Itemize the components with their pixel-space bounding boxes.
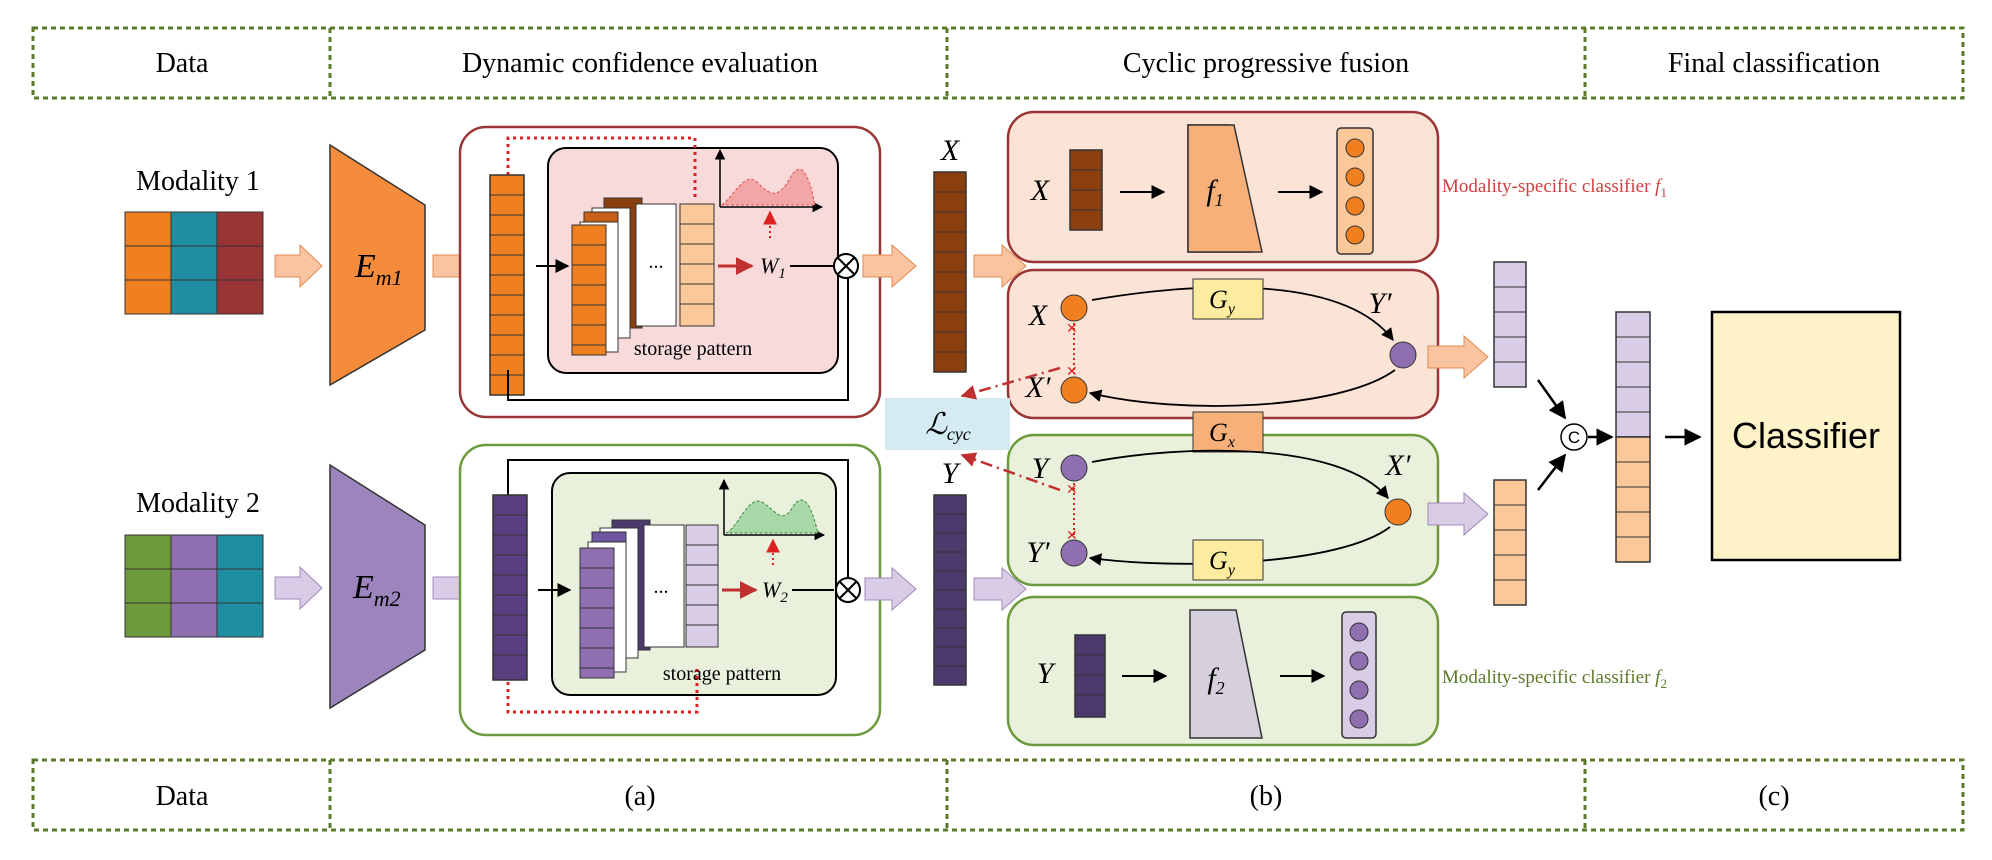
block-2-to-y-arrow (864, 566, 917, 612)
footer-a-label: (a) (624, 781, 655, 812)
feature-column-2 (492, 494, 528, 681)
loss-arrow-top (960, 366, 1061, 400)
fused-vector-top (1493, 261, 1527, 388)
node-yp-bottom (1060, 539, 1088, 567)
header-cyclic-label: Cyclic progressive fusion (1123, 48, 1409, 79)
multiply-2-icon (835, 577, 861, 603)
modality-1-data-grid (124, 211, 264, 315)
stack-1 (571, 197, 715, 356)
fused-vector-bottom (1493, 479, 1527, 606)
cycle-bottom-yp-label: Y′ (1026, 536, 1050, 569)
classifier-f1: f1 (1187, 124, 1263, 253)
y-to-cycle-arrow (973, 566, 1027, 612)
concatenated-vector (1615, 311, 1651, 563)
generator-gy-bottom: Gy (1192, 539, 1264, 581)
density-chart-2 (718, 478, 826, 541)
arrow-bottom-to-concat (1537, 453, 1567, 491)
ellipsis-1: ... (649, 251, 664, 273)
svg-text:Gy: Gy (1209, 546, 1236, 579)
cycle-top-x-label: X (1028, 299, 1049, 332)
loss-arrow-bottom (960, 452, 1061, 492)
feature-column-1 (489, 174, 525, 396)
feature-y-column (933, 494, 967, 686)
skip-line-2 (507, 459, 849, 588)
cross-mark-4: ✕ (1066, 529, 1078, 544)
cycle-loss-box (885, 398, 1010, 450)
concat-label: C (1568, 428, 1580, 447)
cross-mark-2: ✕ (1066, 365, 1078, 380)
generator-gy-top: Gy (1192, 278, 1264, 320)
footer-data-label: Data (156, 781, 209, 812)
node-xp-top (1060, 376, 1088, 404)
node-x-top (1060, 294, 1088, 322)
concat-icon: C (1560, 423, 1588, 451)
header-bar: Data Dynamic confidence evaluation Cycli… (31, 26, 1965, 100)
weight-2-symbol: W2 (762, 577, 788, 606)
encoder-1-symbol: Em1 (354, 248, 403, 290)
ellipsis-2: ... (654, 576, 669, 598)
final-classifier-label: Classifier (1732, 415, 1880, 456)
modality-1-label: Modality 1 (136, 166, 260, 197)
cycle-top-yp-label: Y′ (1368, 287, 1392, 320)
x-to-cycle-arrow (973, 243, 1027, 289)
footer-bar: Data (a) (b) (c) (31, 758, 1965, 832)
arrow-y-to-xp (1091, 449, 1389, 499)
cycle-bottom-out-arrow (1427, 491, 1489, 537)
encoder-1: Em1 (329, 143, 426, 387)
cycle-top-out-arrow (1427, 334, 1489, 380)
output-vector-bottom (1341, 611, 1377, 739)
header-data-label: Data (156, 48, 209, 79)
arrow-top-to-concat (1536, 379, 1567, 420)
node-y-bottom (1060, 454, 1088, 482)
footer-c-label: (c) (1758, 781, 1789, 812)
feature-x-label: X (940, 134, 961, 167)
multiply-1-icon (833, 253, 859, 279)
storage-label-1: storage pattern (634, 338, 752, 360)
footer-b-label: (b) (1250, 781, 1283, 812)
encoder-2-symbol: Em2 (352, 569, 401, 611)
classifier-top-feature (1069, 149, 1103, 231)
encoder-2: Em2 (329, 463, 426, 710)
final-classifier: Classifier (1710, 310, 1902, 562)
cycle-bottom-y-label: Y (1032, 452, 1052, 485)
classifier-f2: f2 (1189, 609, 1263, 739)
svg-text:Gy: Gy (1209, 285, 1236, 318)
storage-label-2: storage pattern (663, 663, 781, 685)
node-xp-bottom (1384, 498, 1412, 526)
output-vector-top (1336, 127, 1374, 255)
weight-1-symbol: W1 (760, 253, 786, 282)
classifier-bottom-feature (1074, 634, 1106, 718)
dotted-loop-1 (506, 136, 697, 200)
header-dynamic-label: Dynamic confidence evaluation (462, 48, 818, 79)
density-chart-1 (714, 148, 824, 213)
classifier-top-input: X (1030, 174, 1051, 207)
classifier-bottom-input: Y (1037, 657, 1057, 690)
data-to-encoder-1-arrow (274, 243, 323, 289)
cross-mark-1: ✕ (1066, 322, 1078, 337)
generator-gx-overlay-label: Gx (1209, 418, 1235, 451)
generator-gx-overlay (1192, 411, 1264, 453)
arrow-yp-to-xp (1088, 369, 1396, 407)
feature-x-column (933, 171, 967, 373)
header-final-label: Final classification (1668, 48, 1880, 79)
classifier-bottom-caption: Modality-specific classifier f2 (1442, 667, 1667, 691)
data-to-encoder-2-arrow (274, 565, 323, 611)
feature-y-label: Y (942, 457, 962, 490)
block-1-to-x-arrow (862, 243, 917, 289)
skip-line-1 (507, 266, 849, 401)
cross-mark-3: ✕ (1066, 483, 1078, 498)
cycle-loss-label: ℒcyc (925, 408, 971, 444)
modality-2-data-grid (124, 534, 264, 638)
stack-2 (579, 519, 719, 679)
cycle-bottom-xp-label: X′ (1385, 449, 1411, 482)
modality-2-label: Modality 2 (136, 488, 260, 519)
node-yp-top (1389, 341, 1417, 369)
classifier-top-caption: Modality-specific classifier f1 (1442, 176, 1667, 200)
